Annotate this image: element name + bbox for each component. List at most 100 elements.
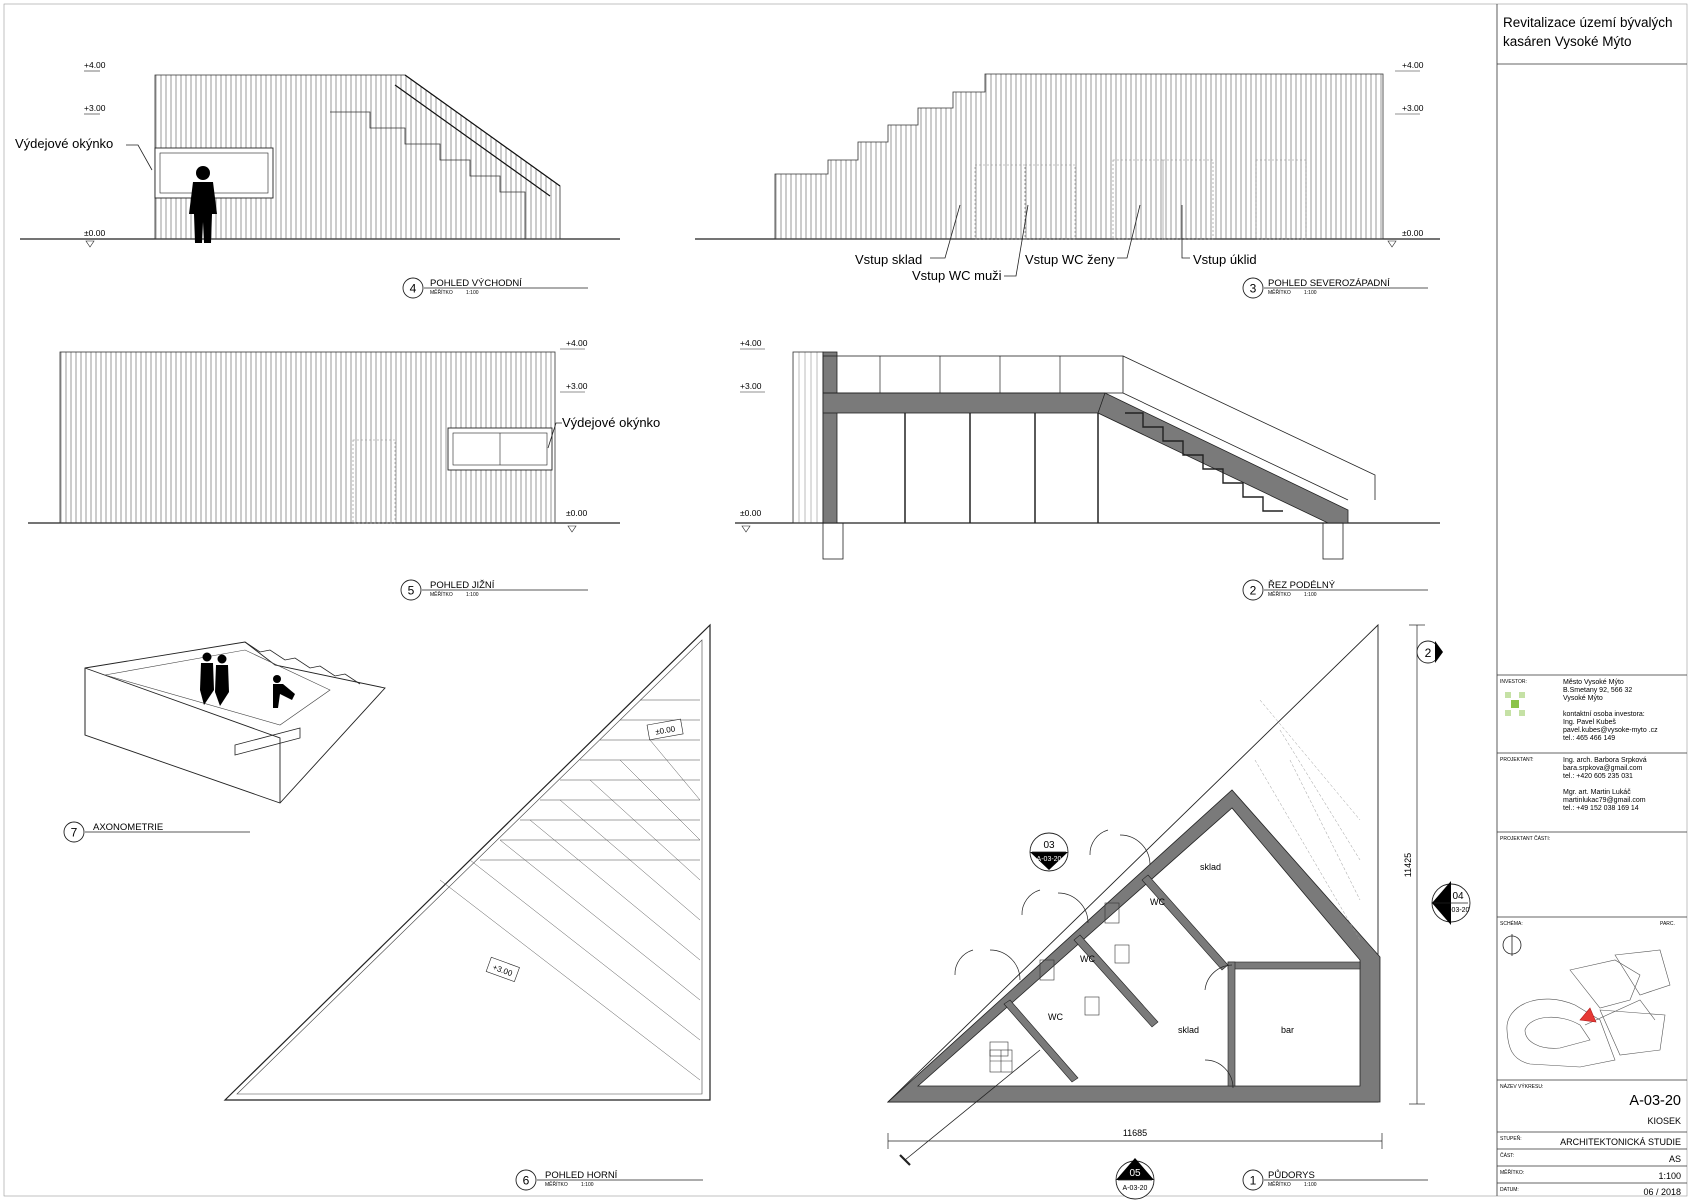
- level-ground-label: ±0.00: [740, 508, 761, 518]
- axonometric-serving-window: [234, 727, 301, 756]
- parcel-label: PARC.: [1660, 921, 1675, 927]
- roof-slab-section: [822, 392, 1106, 414]
- stage-value: ARCHITEKTONICKÁ STUDIE: [1560, 1137, 1681, 1147]
- designer-line: martinlukac79@gmail.com: [1563, 797, 1646, 804]
- view-scale-label: MĚŘÍTKO: [1268, 590, 1291, 598]
- entry-wc-men-annotation: Vstup WC muži: [912, 268, 1002, 283]
- view-south-elevation: +4.00 +3.00 ±0.00 Výdejové okýnko 5 POHL…: [28, 338, 660, 601]
- investor-line: Ing. Pavel Kubeš: [1563, 719, 1616, 726]
- view-longitudinal-section: +4.00 +3.00 ±0.00 2 ŘEZ PODÉLNÝ MĚŘÍTKO …: [735, 338, 1440, 601]
- foundation: [1322, 522, 1344, 560]
- room-label-storage-2: sklad: [1178, 1025, 1199, 1035]
- room-label-wc-3: WC: [1048, 1012, 1063, 1022]
- drawing-name-label: NÁZEV VÝKRESU:: [1500, 1083, 1543, 1090]
- view-axonometry: 7 AXONOMETRIE: [63, 641, 386, 843]
- designer-line: tel.: +49 152 038 169 14: [1563, 805, 1639, 812]
- human-silhouette: [189, 166, 217, 243]
- site-location-marker-icon: [1579, 1007, 1597, 1023]
- glazing-mullions: [904, 413, 1099, 523]
- investor-line: B.Smetany 92, 566 32: [1563, 687, 1632, 694]
- serving-window-frame: [154, 147, 274, 199]
- designer-label: PROJEKTANT:: [1500, 757, 1534, 763]
- view-title: POHLED VÝCHODNÍ: [430, 278, 522, 289]
- drawing-name: KIOSEK: [1647, 1116, 1681, 1126]
- designer-line: bara.srpkova@gmail.com: [1563, 765, 1643, 772]
- level-ground-label: ±0.00: [84, 228, 105, 238]
- roof-level-high-box: [485, 956, 520, 983]
- level-marker-icon: [1387, 240, 1397, 248]
- northwest-facade-cladding: [774, 73, 1384, 240]
- plan-interior: [916, 807, 1361, 1087]
- section-cut-line: [904, 1049, 1041, 1161]
- annotation-leader: [930, 204, 961, 259]
- date-label: DATUM:: [1500, 1187, 1519, 1193]
- parapet-railing: [822, 355, 1124, 394]
- section-marker-number: 05: [1129, 1168, 1141, 1179]
- hidden-doors: [974, 159, 1307, 240]
- level-ground-label: ±0.00: [566, 508, 587, 518]
- view-number-badge: [1242, 277, 1264, 299]
- annotation-leader: [1004, 204, 1029, 277]
- entry-wc-women-annotation: Vstup WC ženy: [1025, 252, 1115, 267]
- part-value: AS: [1669, 1154, 1681, 1164]
- annotation-leader: [1181, 205, 1190, 259]
- view-scale-label: MĚŘÍTKO: [545, 1180, 568, 1188]
- investor-line: kontaktní osoba investora:: [1563, 711, 1645, 718]
- level-mid-label: +3.00: [1402, 103, 1424, 113]
- room-label-wc-1: WC: [1150, 897, 1165, 907]
- plan-roof-overhang: [1254, 699, 1361, 941]
- scheme-label: SCHÉMA:: [1500, 920, 1523, 927]
- view-northwest-elevation: +4.00 +3.00 ±0.00 Vstup sklad Vstup WC m…: [695, 60, 1440, 299]
- part-designer-label: PROJEKTANT ČÁSTI:: [1500, 835, 1550, 842]
- level-ground-label: ±0.00: [1402, 228, 1423, 238]
- view-number: 2: [1250, 584, 1257, 598]
- level-marker-icon: [567, 525, 577, 533]
- section-marker-arrow-icon: [1116, 1158, 1154, 1180]
- serving-window-annotation: Výdejové okýnko: [562, 415, 660, 430]
- railing-posts: [879, 356, 1061, 393]
- stair-profile: [330, 111, 526, 239]
- section-marker-ref: A-03-20: [1123, 1185, 1148, 1192]
- stage-label: STUPEŇ:: [1500, 1135, 1522, 1142]
- title-block: Revitalizace území bývalých kasáren Vyso…: [1497, 15, 1687, 1197]
- part-label: ČÁST:: [1500, 1152, 1514, 1159]
- section-marker-arrow-icon: [1030, 852, 1068, 870]
- roof-level-low: ±0.00: [655, 724, 677, 736]
- view-number: 5: [408, 584, 415, 598]
- view-title: POHLED JIŽNÍ: [430, 580, 495, 591]
- roof-level-low-box: [646, 718, 684, 741]
- site-scheme-map: [1506, 949, 1671, 1068]
- roof-stair-treads: [480, 699, 700, 861]
- section-marker-ref: A-03-20: [1445, 907, 1470, 914]
- view-scale: 1:100: [466, 290, 479, 296]
- roof-cladding-lines: [439, 739, 701, 1081]
- view-number: 7: [71, 826, 78, 840]
- dimension-horizontal: 11685: [1123, 1128, 1147, 1138]
- view-title: POHLED HORNÍ: [545, 1170, 618, 1181]
- drawing-number: A-03-20: [1629, 1093, 1681, 1109]
- view-number: 6: [523, 1174, 530, 1188]
- date-value: 06 / 2018: [1643, 1187, 1681, 1197]
- view-number-badge: [1242, 579, 1264, 601]
- view-roof-plan: ±0.00 +3.00 6 POHLED HORNÍ MĚŘÍTKO 1:100: [223, 623, 711, 1191]
- axonometric-stairs: [244, 641, 361, 685]
- level-mid-label: +3.00: [566, 381, 588, 391]
- view-scale-label: MĚŘÍTKO: [1268, 1180, 1291, 1188]
- scale-value: 1:100: [1658, 1171, 1681, 1181]
- view-number-badge: [402, 277, 424, 299]
- section-marker-number: 03: [1043, 840, 1055, 851]
- view-title: PŮDORYS: [1268, 1169, 1315, 1181]
- view-number: 4: [410, 282, 417, 296]
- view-title: AXONOMETRIE: [93, 822, 163, 833]
- project-title-line-1: Revitalizace území bývalých: [1503, 15, 1673, 30]
- investor-logo-icon: [1505, 692, 1525, 716]
- section-marker-arrow-icon: [1435, 641, 1443, 663]
- view-number-badge: [400, 579, 422, 601]
- entry-storage-annotation: Vstup sklad: [855, 252, 922, 267]
- hidden-door: [352, 439, 396, 524]
- view-number: 1: [1250, 1174, 1257, 1188]
- level-top-label: +4.00: [84, 60, 106, 70]
- plan-door-swings: [954, 829, 1234, 1089]
- room-label-storage-1: sklad: [1200, 862, 1221, 872]
